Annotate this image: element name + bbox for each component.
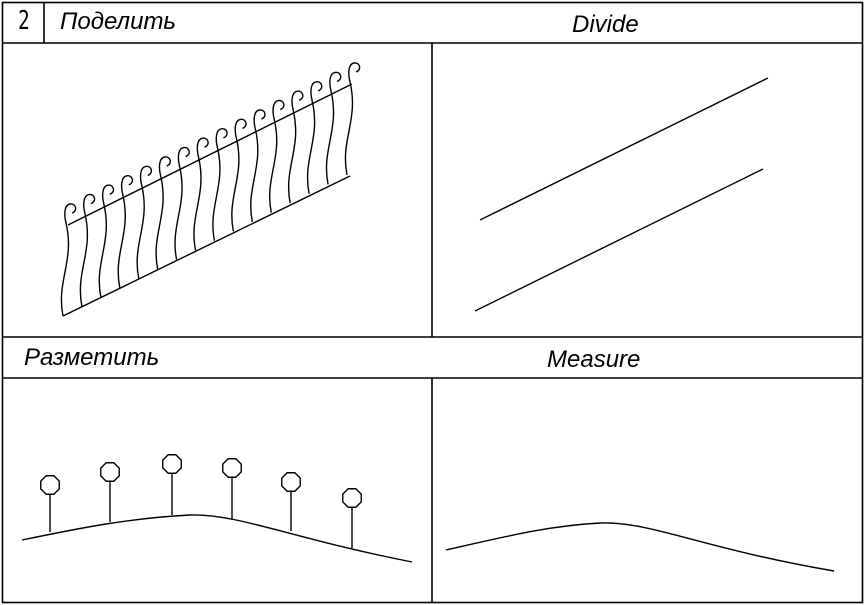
- divided-block: [287, 90, 304, 204]
- divided-block: [117, 175, 134, 288]
- subtitle-ru: Разметить: [24, 344, 160, 371]
- divided-block: [60, 203, 77, 317]
- sheet-number: 2: [18, 6, 30, 36]
- divided-block: [174, 146, 190, 260]
- divided-block: [136, 165, 153, 279]
- divided-path-bottom: [62, 175, 351, 317]
- divided-block: [306, 81, 323, 194]
- measure-block-octagon: [342, 488, 362, 508]
- divided-block: [212, 128, 228, 241]
- divide-line-upper: [479, 77, 769, 221]
- divided-block: [231, 118, 247, 232]
- title-en: Divide: [572, 11, 639, 38]
- divided-block: [325, 71, 342, 185]
- measure-block-octagon: [162, 454, 182, 474]
- divided-path-top: [67, 83, 353, 226]
- measured-curve: [21, 514, 413, 563]
- measure-block-octagon: [222, 458, 242, 478]
- divide-result-group: [60, 62, 361, 317]
- divided-block: [250, 109, 266, 223]
- measure-result-group: [21, 454, 413, 563]
- measure-curve: [445, 522, 835, 572]
- measure-block-octagon: [40, 475, 60, 495]
- divided-block: [193, 137, 209, 251]
- title-ru: Поделить: [60, 8, 177, 35]
- divided-block: [79, 193, 96, 307]
- divided-block: [344, 62, 361, 176]
- measure-block-octagon: [281, 472, 301, 492]
- divide-line-lower: [474, 168, 764, 312]
- subtitle-en: Measure: [547, 346, 641, 373]
- measure-block-octagon: [100, 462, 120, 482]
- divided-block: [98, 184, 115, 298]
- divided-block: [155, 156, 171, 270]
- divided-block: [269, 99, 285, 213]
